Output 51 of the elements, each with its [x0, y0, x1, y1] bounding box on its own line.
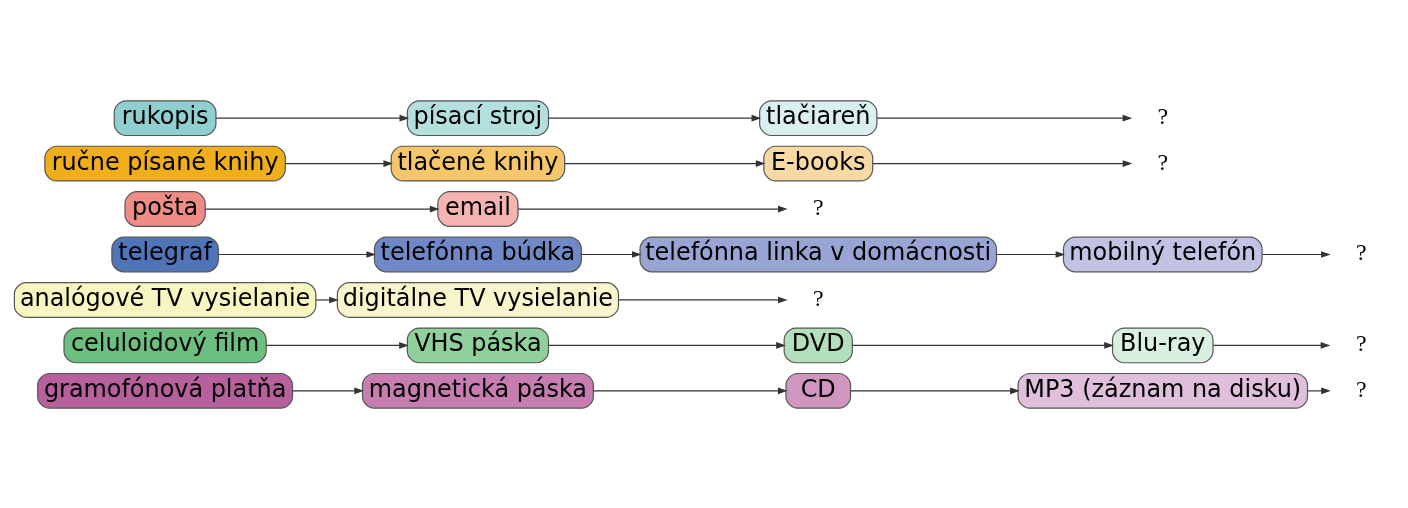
arrow — [517, 205, 788, 212]
node-text: ? — [1356, 238, 1367, 265]
node-text: ? — [812, 193, 824, 220]
arrow — [851, 341, 1114, 349]
arrow — [548, 341, 786, 349]
arrow — [548, 114, 762, 121]
node-box: MP3 (záznam na disku) — [1017, 372, 1309, 409]
node-box: telefónna búdka — [373, 236, 582, 272]
arrow — [592, 387, 788, 394]
arrow — [564, 159, 766, 167]
node-box: pošta — [124, 190, 206, 227]
node-box: analógové TV vysielanie — [13, 281, 317, 318]
node-text: ? — [1157, 148, 1169, 175]
node-box: mobilný telefón — [1062, 236, 1263, 272]
arrow — [1262, 250, 1331, 258]
node-box: tlačené knihy — [390, 145, 566, 182]
node-box: gramofónová platňa — [37, 372, 294, 409]
node-box: Blu-ray — [1111, 326, 1214, 363]
node-box: digitálne TV vysielanie — [336, 281, 620, 318]
arrow — [872, 159, 1133, 167]
arrow — [215, 114, 410, 121]
arrow — [284, 159, 393, 167]
arrow — [850, 387, 1020, 394]
node-box: magnetická páska — [361, 372, 594, 409]
node-text: ? — [1157, 102, 1169, 129]
arrow — [617, 296, 788, 303]
arrow — [265, 341, 409, 349]
node-text: ? — [1356, 329, 1367, 356]
node-box: celuloidový film — [63, 326, 267, 363]
node-box: rukopis — [113, 99, 217, 136]
arrow — [1306, 387, 1331, 394]
node-box: ručne písané knihy — [44, 145, 286, 182]
node-box: VHS páska — [406, 326, 550, 363]
node-box: tlačiareň — [759, 99, 878, 136]
arrow — [995, 250, 1066, 258]
arrow — [315, 296, 339, 303]
node-box: email — [437, 190, 519, 227]
arrow — [1212, 341, 1331, 349]
arrow — [204, 205, 440, 212]
node-box: CD — [785, 372, 852, 409]
node-text: ? — [1356, 375, 1367, 402]
node-text: ? — [812, 284, 824, 311]
node-box: telegraf — [111, 236, 219, 272]
arrow — [218, 250, 376, 258]
node-box: telefónna linka v domácnosti — [639, 236, 998, 272]
arrow — [291, 387, 364, 394]
node-box: DVD — [783, 326, 853, 363]
node-box: písací stroj — [406, 99, 550, 136]
arrow — [580, 250, 642, 258]
arrow — [876, 114, 1133, 121]
node-box: E-books — [763, 145, 874, 182]
